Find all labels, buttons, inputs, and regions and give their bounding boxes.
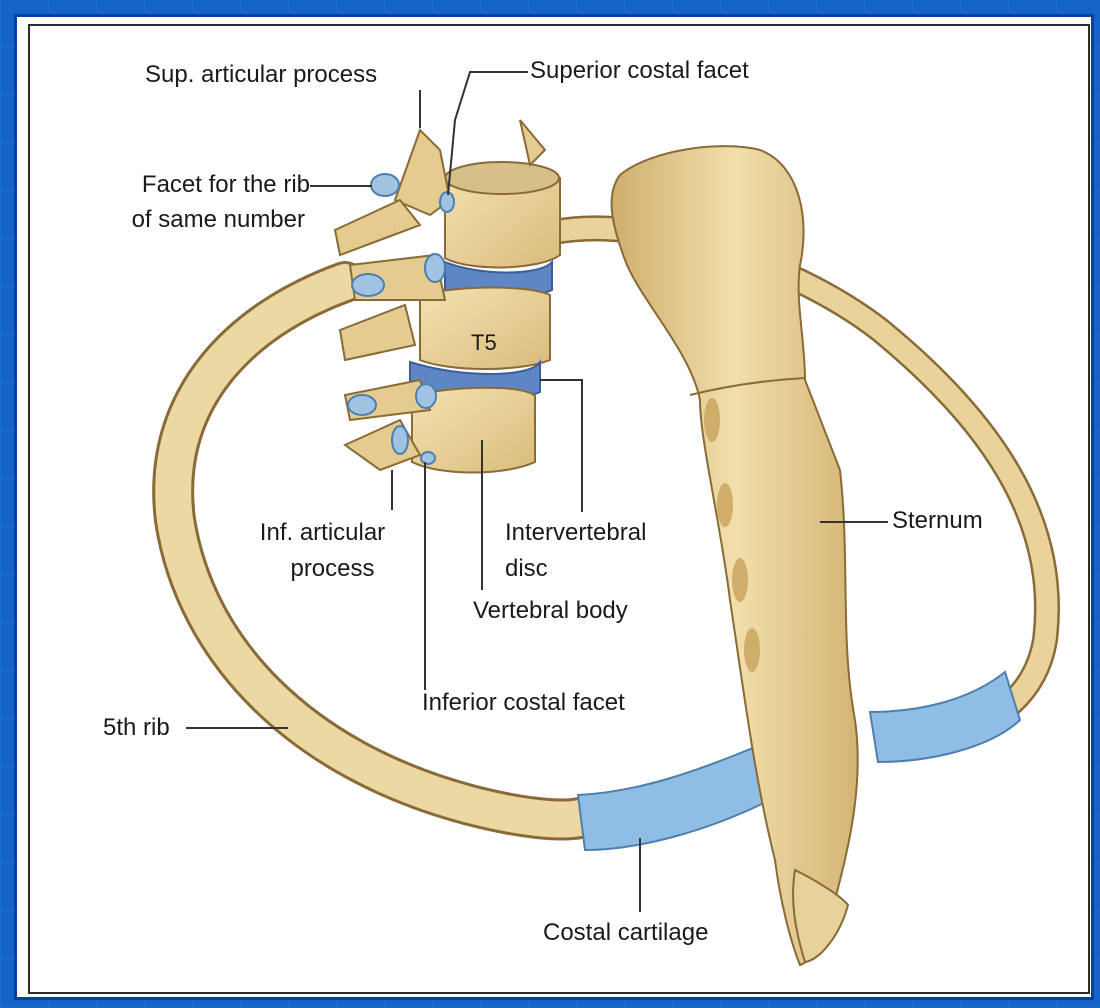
label-t5: T5: [471, 328, 497, 358]
label-fifth-rib: 5th rib: [103, 713, 170, 743]
label-facet-rib-line2: of same number: [90, 205, 305, 235]
label-superior-costal-facet: Superior costal facet: [530, 56, 749, 86]
label-costal-cartilage: Costal cartilage: [543, 918, 708, 948]
label-inferior-costal-facet: Inferior costal facet: [422, 688, 625, 718]
label-vertebral-body: Vertebral body: [473, 596, 628, 626]
label-facet-rib-line1: Facet for the rib: [100, 170, 310, 200]
label-sternum: Sternum: [892, 506, 983, 536]
label-intervertebral-line1: Intervertebral: [505, 518, 646, 548]
label-inf-articular-line2: process: [240, 554, 425, 584]
label-intervertebral-line2: disc: [505, 554, 548, 584]
label-sup-articular-process: Sup. articular process: [145, 60, 377, 90]
vertebral-column: [335, 120, 560, 473]
label-inf-articular-line1: Inf. articular: [240, 518, 405, 548]
